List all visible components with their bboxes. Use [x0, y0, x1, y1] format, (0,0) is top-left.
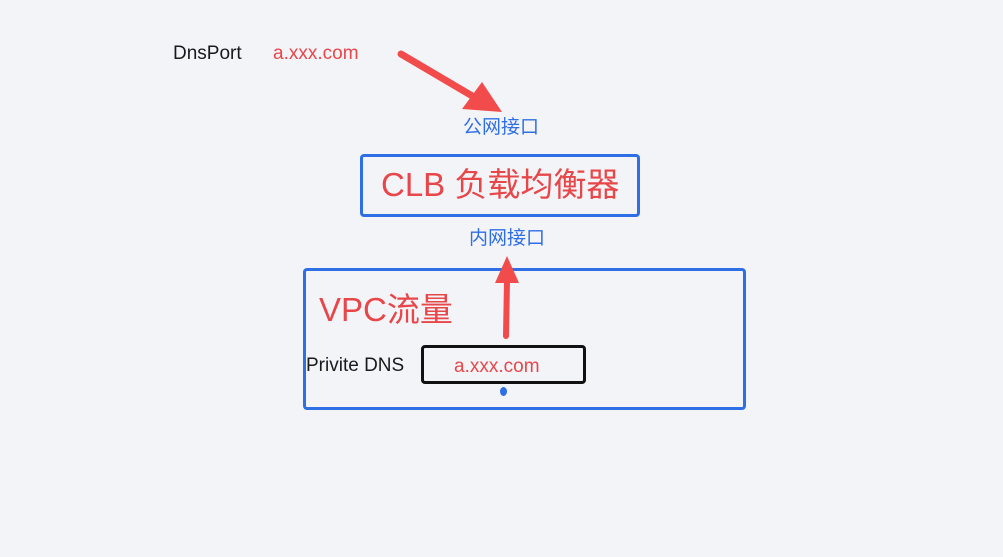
arrow-head	[462, 82, 502, 112]
connection-anchor-dot	[500, 387, 507, 396]
private-dns-value: a.xxx.com	[454, 356, 540, 377]
vpc-box	[303, 268, 746, 410]
vpc-title: VPC流量	[319, 291, 453, 328]
arrow-shaft	[397, 50, 478, 101]
dnsport-domain: a.xxx.com	[273, 43, 359, 64]
clb-title: CLB 负载均衡器	[381, 166, 620, 203]
public-interface-label: 公网接口	[463, 117, 540, 138]
clb-box	[360, 154, 640, 217]
private-dns-input[interactable]	[421, 345, 586, 384]
private-interface-label: 内网接口	[469, 228, 546, 249]
arrow-shaft	[503, 277, 510, 339]
arrow-private-dns-to-private-interface	[495, 256, 519, 339]
private-dns-label: Privite DNS	[306, 355, 405, 376]
dnsport-label: DnsPort	[173, 43, 242, 64]
arrow-head	[495, 256, 519, 283]
arrow-dnsport-to-public-interface	[397, 50, 502, 112]
